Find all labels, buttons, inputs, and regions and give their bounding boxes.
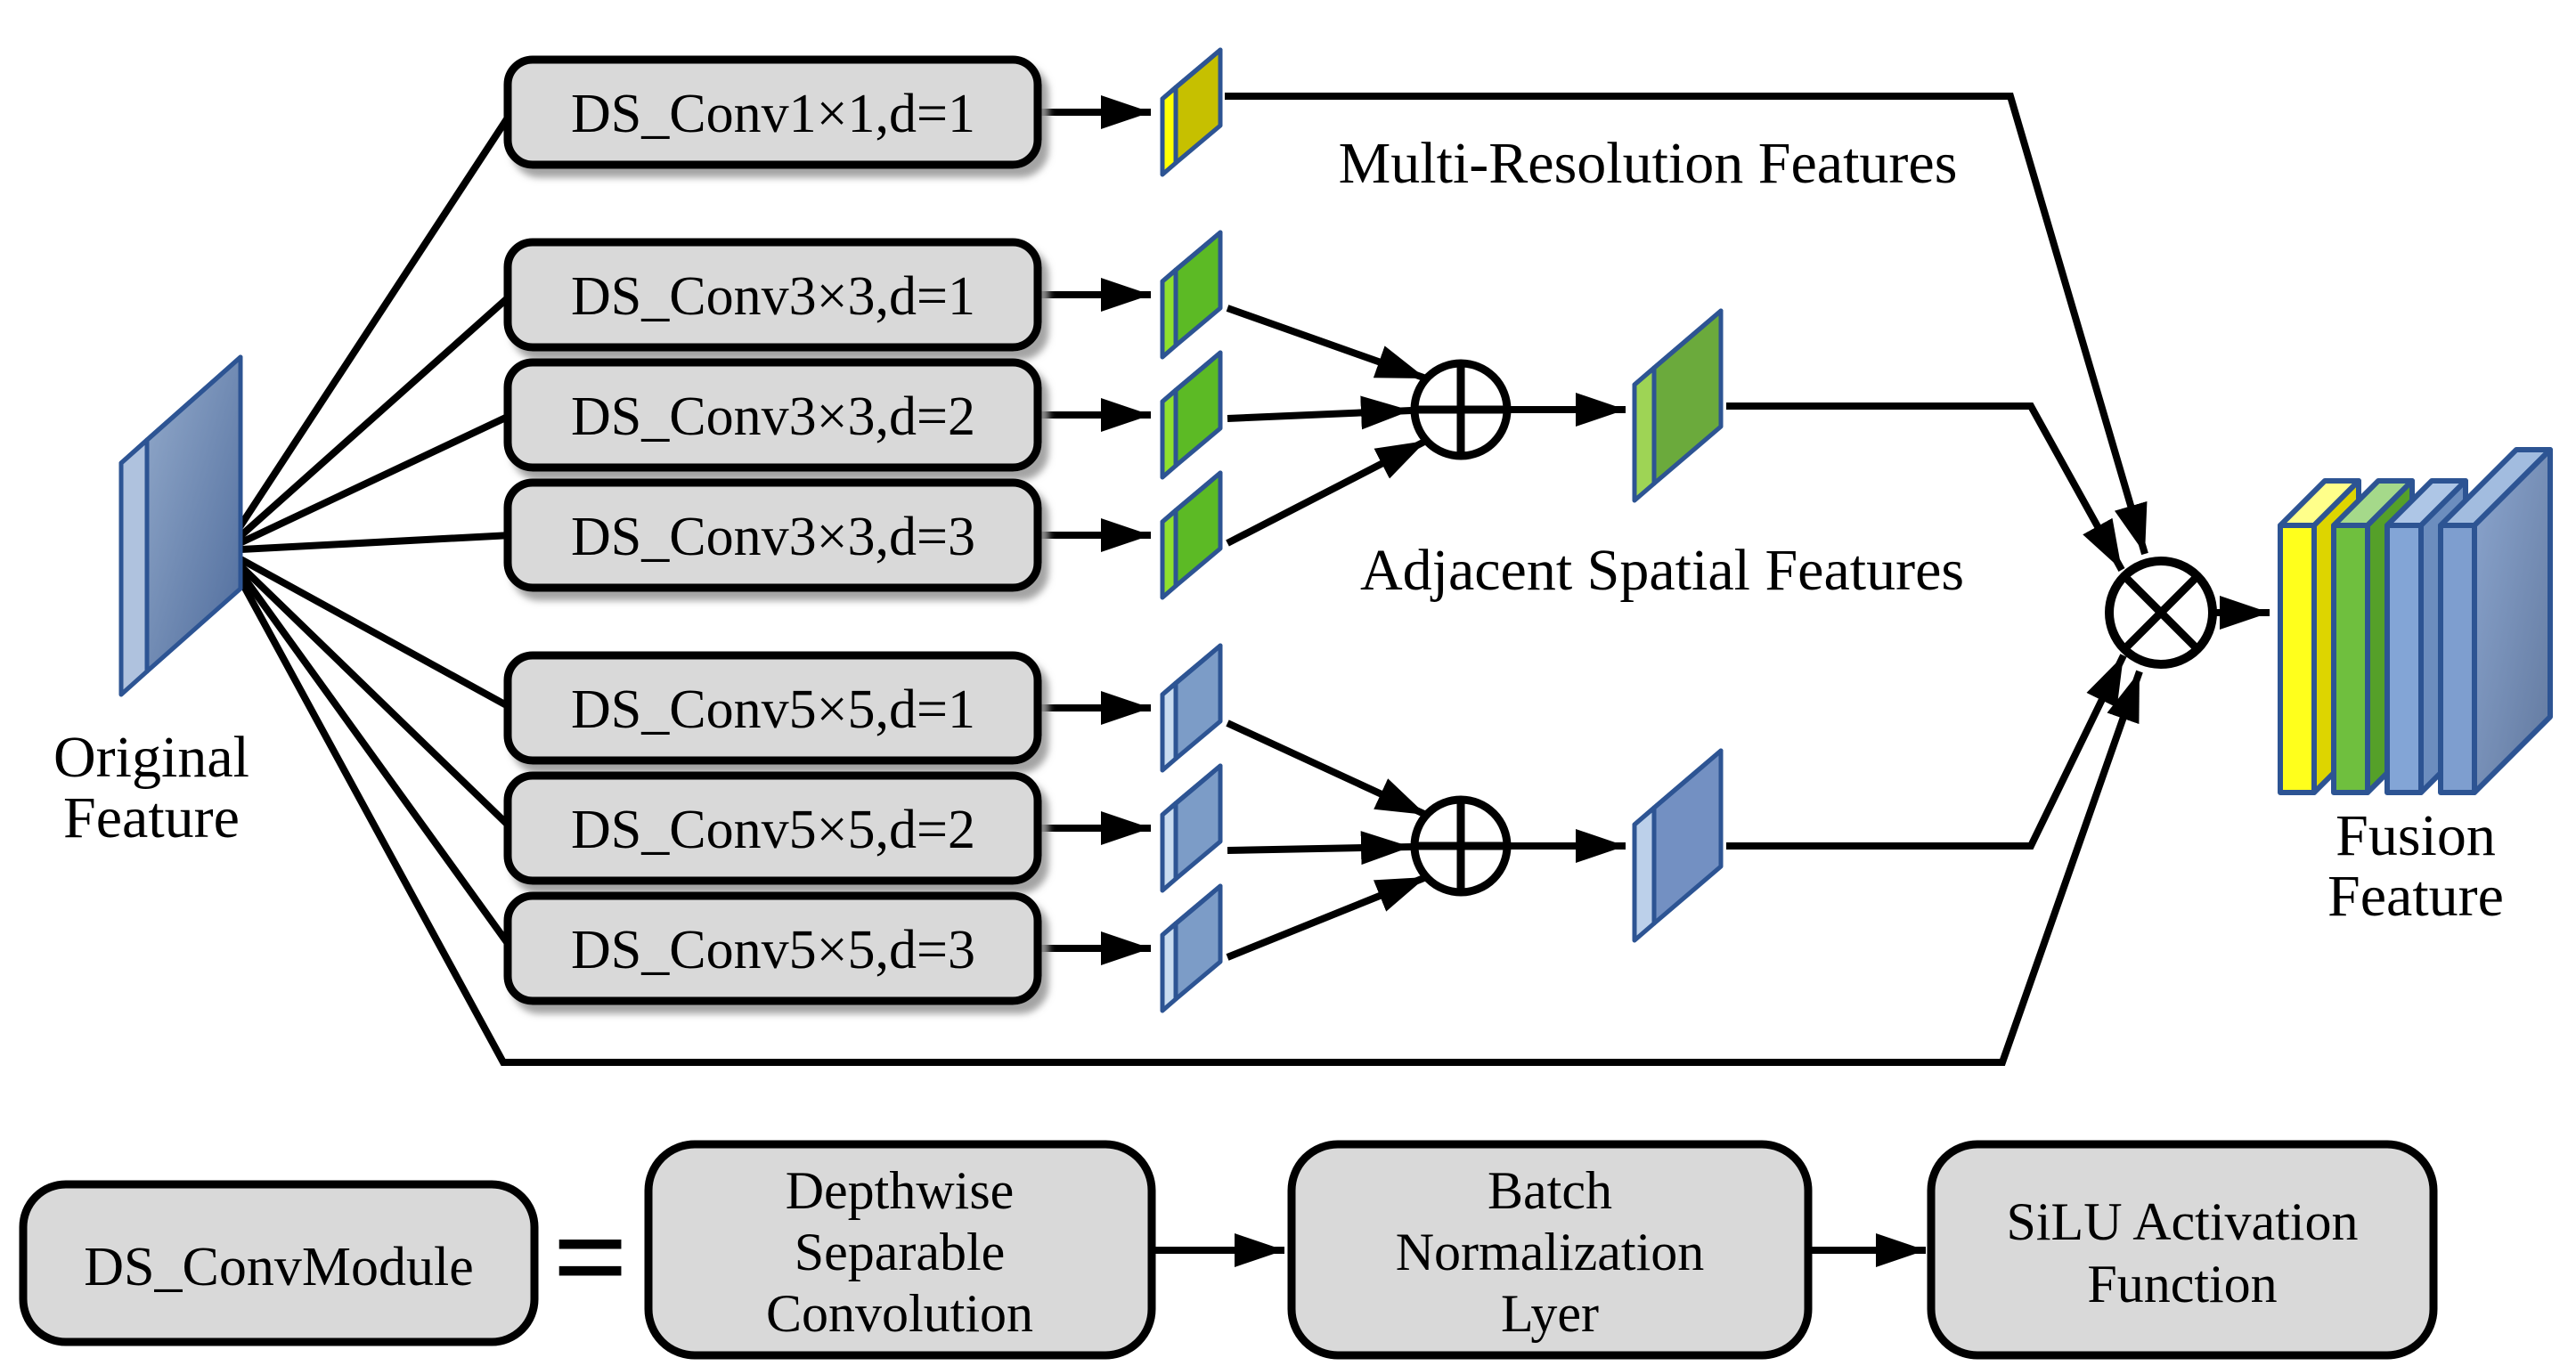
box-ds-conv1x1-d1 <box>503 55 1042 169</box>
green-feature-map-2 <box>1162 353 1220 477</box>
connector-line <box>221 110 515 553</box>
original-feature-label: Original <box>53 725 249 790</box>
multi-resolution-bypass-line <box>1225 93 2148 556</box>
routing-lines <box>221 93 2148 1066</box>
add-operator-icon-2 <box>1410 795 1512 897</box>
fusion-feature-label: Fusion <box>2336 803 2496 868</box>
branch-output-arrows <box>1038 95 1151 965</box>
legend-step-label: Function <box>2087 1255 2277 1313</box>
arrow <box>1226 437 1428 547</box>
fusion-slab-darkblue <box>2438 447 2553 795</box>
green-feature-map-3 <box>1162 473 1220 598</box>
connector-line <box>223 411 513 554</box>
branch-box-label: DS_Conv5×5,d=3 <box>571 920 975 980</box>
branch-box-label: DS_Conv3×3,d=1 <box>571 266 975 327</box>
legend-step-label: Normalization <box>1396 1223 1705 1281</box>
adjacent-green-output-line <box>1726 402 2125 572</box>
box-ds-conv3x3-d3 <box>503 478 1042 592</box>
branch-box-label: DS_Conv5×5,d=1 <box>571 679 975 740</box>
arrow <box>1226 874 1428 961</box>
connector-line <box>222 292 514 553</box>
blue-feature-map-3 <box>1162 886 1220 1011</box>
multi-resolution-features-label: Multi-Resolution Features <box>1339 131 1958 196</box>
branch-box-label: DS_Conv3×3,d=3 <box>571 507 975 567</box>
add-operator-icon-1 <box>1410 359 1512 460</box>
arrow <box>1227 831 1412 866</box>
ds-convmodule-label: DS_ConvModule <box>84 1237 473 1297</box>
blue-feature-map-2 <box>1162 766 1220 890</box>
original-feature-label: Feature <box>63 785 240 850</box>
arrow <box>1226 305 1428 382</box>
yellow-feature-map <box>1162 50 1220 175</box>
connector-line <box>224 532 512 554</box>
equals-sign: = <box>552 1183 628 1331</box>
arrow <box>1227 395 1412 430</box>
green-feature-map-1 <box>1162 232 1220 357</box>
box-ds-conv3x3-d1 <box>503 238 1042 352</box>
legend-row: DS_ConvModule = Depthwise Separable Conv… <box>19 1140 2438 1360</box>
branch-box-label: DS_Conv5×5,d=2 <box>571 800 975 860</box>
fusion-feature-label: Feature <box>2327 864 2504 929</box>
original-feature-map <box>118 354 243 697</box>
fusion-operator-icon <box>2105 557 2217 669</box>
ds-convmodule-box <box>19 1180 539 1346</box>
blue-feature-map-1 <box>1162 646 1220 770</box>
legend-step-label: Lyer <box>1501 1284 1599 1343</box>
box-ds-conv5x5-d1 <box>503 651 1042 765</box>
merged-green-feature-map <box>1634 311 1721 500</box>
box-ds-conv5x5-d3 <box>503 891 1042 1005</box>
merged-blue-feature-map <box>1634 751 1721 940</box>
fusion-feature-stack <box>2278 447 2553 795</box>
branch-box-label: DS_Conv1×1,d=1 <box>571 84 975 144</box>
legend-step-label: Depthwise <box>786 1161 1015 1220</box>
connector-line <box>222 548 514 831</box>
legend-step-label: Separable <box>795 1223 1006 1281</box>
branch-boxes: DS_Conv1×1,d=1 DS_Conv3×3,d=1 DS_Conv3×3… <box>503 55 1042 1005</box>
adjacent-blue-output-line <box>1726 654 2127 850</box>
arrow <box>1226 720 1428 818</box>
legend-step-label: Convolution <box>766 1284 1033 1343</box>
adder-input-arrows <box>1226 305 1626 961</box>
fan-out-lines <box>221 110 515 951</box>
silu-activation-box <box>1927 1140 2438 1360</box>
box-ds-conv3x3-d2 <box>503 358 1042 472</box>
legend-step-label: Batch <box>1488 1161 1612 1220</box>
batch-normalization-box <box>1287 1140 1813 1360</box>
branch-box-label: DS_Conv3×3,d=2 <box>571 386 975 447</box>
original-feature-bypass-line <box>221 549 2143 1066</box>
legend-step-label: SiLU Activation <box>2007 1192 2359 1251</box>
box-ds-conv5x5-d2 <box>503 771 1042 885</box>
connector-line <box>221 548 515 951</box>
connector-line <box>223 547 513 711</box>
depthwise-separable-convolution-box <box>644 1140 1156 1360</box>
adjacent-spatial-features-label: Adjacent Spatial Features <box>1360 538 1964 603</box>
